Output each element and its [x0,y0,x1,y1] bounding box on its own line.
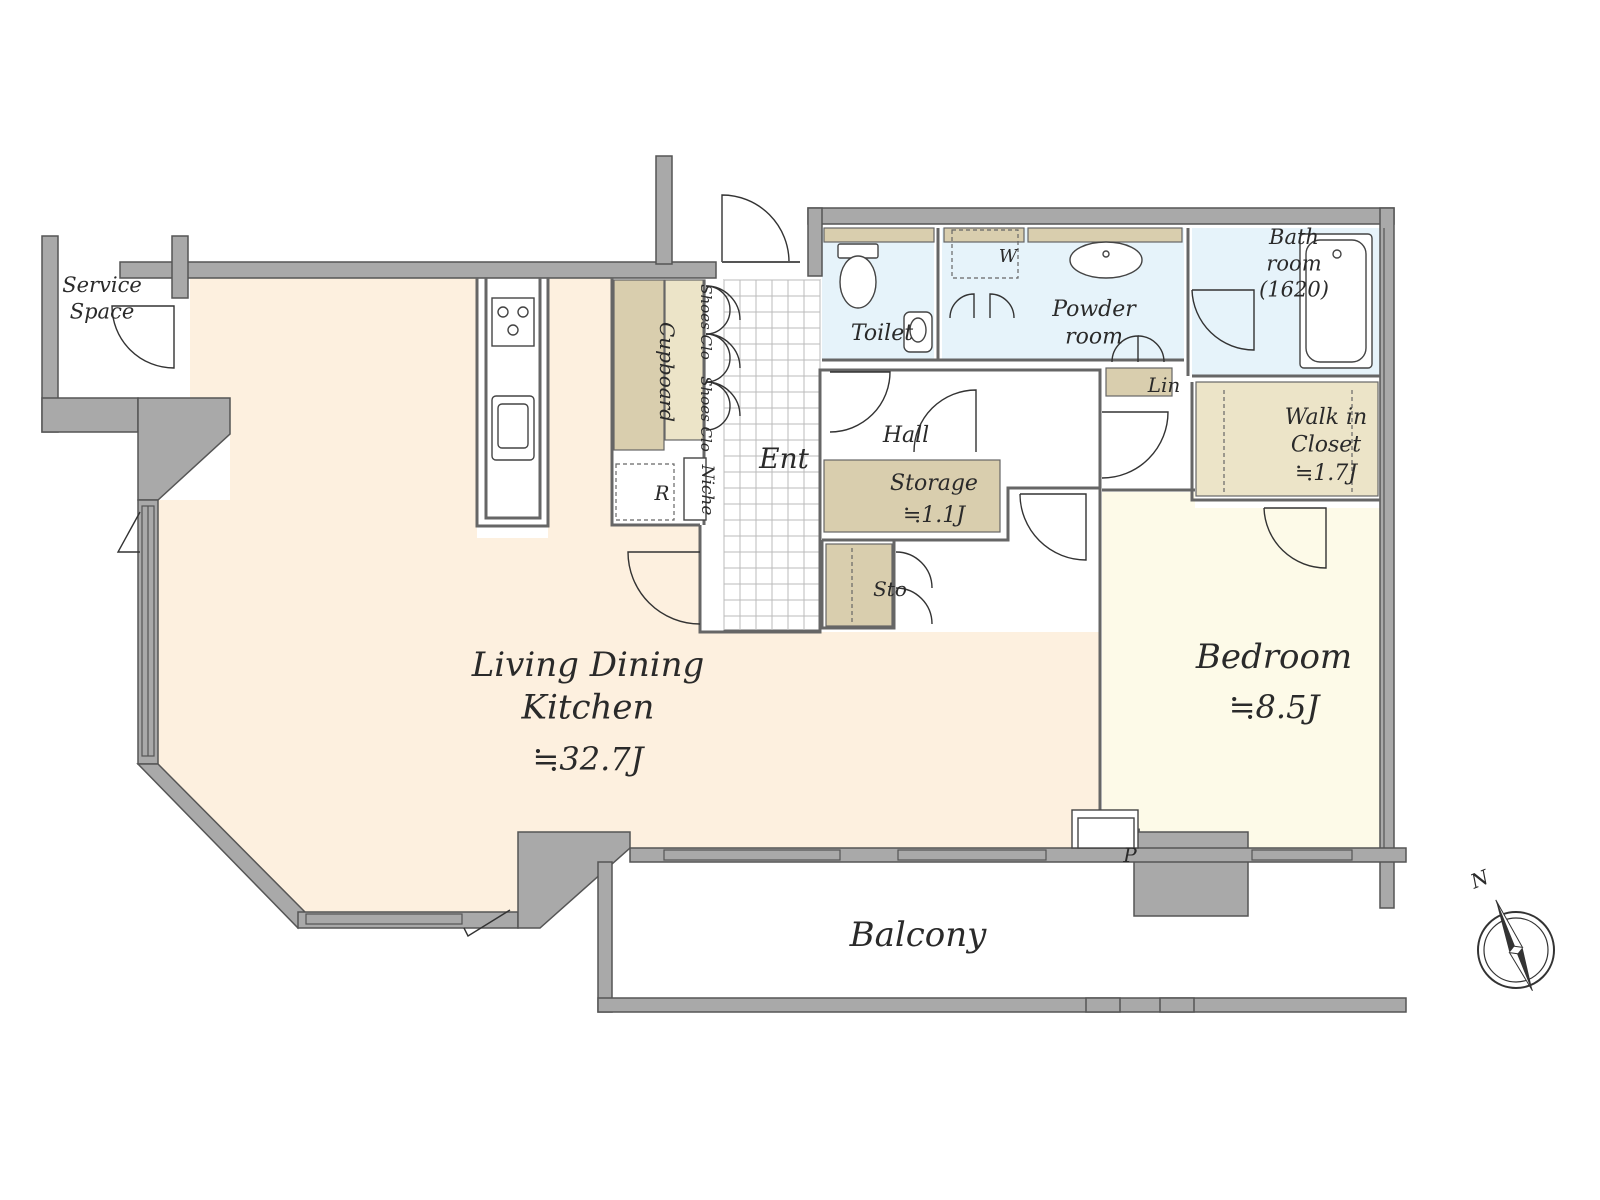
shoes-closet-2-label: Shoes Clo [697,376,715,452]
powder-shelf [1027,227,1183,243]
storage-block [823,459,1001,533]
wall-stub-top [655,155,673,265]
ldk-floor [158,278,1100,928]
toilet-shelf [823,227,935,243]
shoes-closet-1-label: Shoes Clo [697,284,715,360]
north-label: N [1466,864,1494,894]
wall-balcony-left [597,861,613,1013]
door-swings [111,194,1327,937]
wall-top-ldk [119,261,717,279]
bathtub-fixture [1299,233,1373,369]
wall-left-column [137,397,231,501]
kitchen-fixtures [491,297,535,461]
niche-label: Niche [697,464,717,516]
wall-wet-top [807,207,1395,225]
wall-service-bottom [41,397,139,433]
linen-label: Lin [1147,373,1181,397]
balcony-post-1 [1085,997,1121,1013]
washer-shelf [943,227,1025,243]
sto-label: Sto [873,577,907,601]
shoes-closet-block [664,279,706,441]
ldk-size-label: ≒32.7J [533,740,646,778]
toilet-fixture [837,243,933,353]
windows [141,505,1353,925]
walk-in-closet-size-label: ≒1.7J [1295,461,1358,486]
powder-room-floor [942,228,1184,360]
wall-bottom-strip [629,847,1407,863]
bedroom-size-label: ≒8.5J [1229,688,1322,726]
bedroom-floor [1102,492,1380,848]
toilet-label: Toilet [851,321,913,346]
wall-bedroom-bottom [1133,831,1249,917]
pipe-space-box [1071,809,1139,849]
wall-bottom-column [517,831,631,929]
washer-label: W [999,246,1019,267]
pipe-space-label: P [1122,843,1137,867]
cupboard-block [613,279,665,451]
entrance-tiles [723,279,821,631]
north-arrow-icon [1477,899,1555,992]
sto-block [825,543,893,627]
bedroom-label: Bedroom [1195,637,1352,677]
vanity-fixture [1069,241,1143,279]
storage-label: Storage [890,471,978,496]
refrigerator-label: R [653,481,669,505]
wall-service-right [171,235,189,299]
walk-in-closet-block [1195,381,1379,497]
hall-label: Hall [882,423,929,448]
entrance-label: Ent [758,442,809,475]
wall-right [1379,207,1395,909]
balcony-post-2 [1159,997,1195,1013]
cupboard-label: Cupboard [655,322,679,422]
storage-dashes [615,229,1353,622]
storage-size-label: ≒1.1J [903,503,966,528]
linen-block [1105,367,1173,397]
balcony-label: Balcony [849,915,988,955]
wall-balcony-bottom [597,997,1407,1013]
wall-wet-left [807,207,823,277]
interior-partitions [475,228,1380,832]
niche-box [683,457,707,521]
